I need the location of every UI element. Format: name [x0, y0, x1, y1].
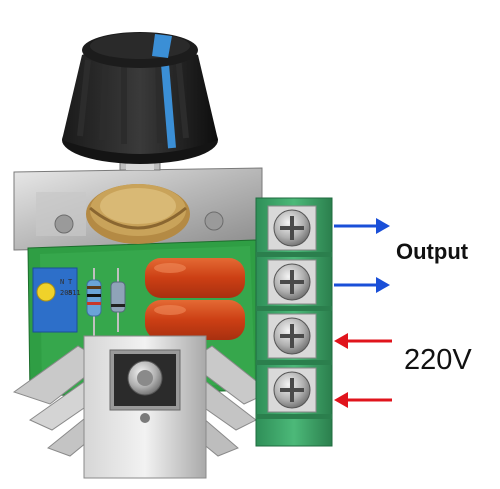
arrow-left-icon [334, 392, 392, 408]
arrow-left-icon [334, 333, 392, 349]
resistor [86, 268, 102, 336]
terminal-screw-2[interactable] [267, 259, 317, 305]
terminal-screw-1[interactable] [267, 205, 317, 251]
knob[interactable] [62, 32, 218, 171]
trimmer-potentiometer: N 205 T 811 [32, 267, 81, 333]
terminal-screw-3[interactable] [267, 313, 317, 359]
arrow-right-icon [334, 218, 390, 234]
diode [110, 268, 126, 332]
trimmer-mark-2: T [68, 278, 73, 286]
capacitor-bottom [145, 300, 245, 340]
terminal-screw-4[interactable] [267, 367, 317, 413]
output-label: Output [396, 239, 469, 264]
trimmer-mark-3: 811 [68, 289, 81, 297]
trimmer-mark-1: 205 [60, 289, 73, 297]
potentiometer [86, 184, 190, 244]
trimmer-mark-0: N [60, 278, 64, 286]
capacitor-top [145, 258, 245, 298]
voltage-label: 220V [404, 344, 472, 376]
arrow-right-icon [334, 277, 390, 293]
heat-sink [12, 335, 271, 479]
